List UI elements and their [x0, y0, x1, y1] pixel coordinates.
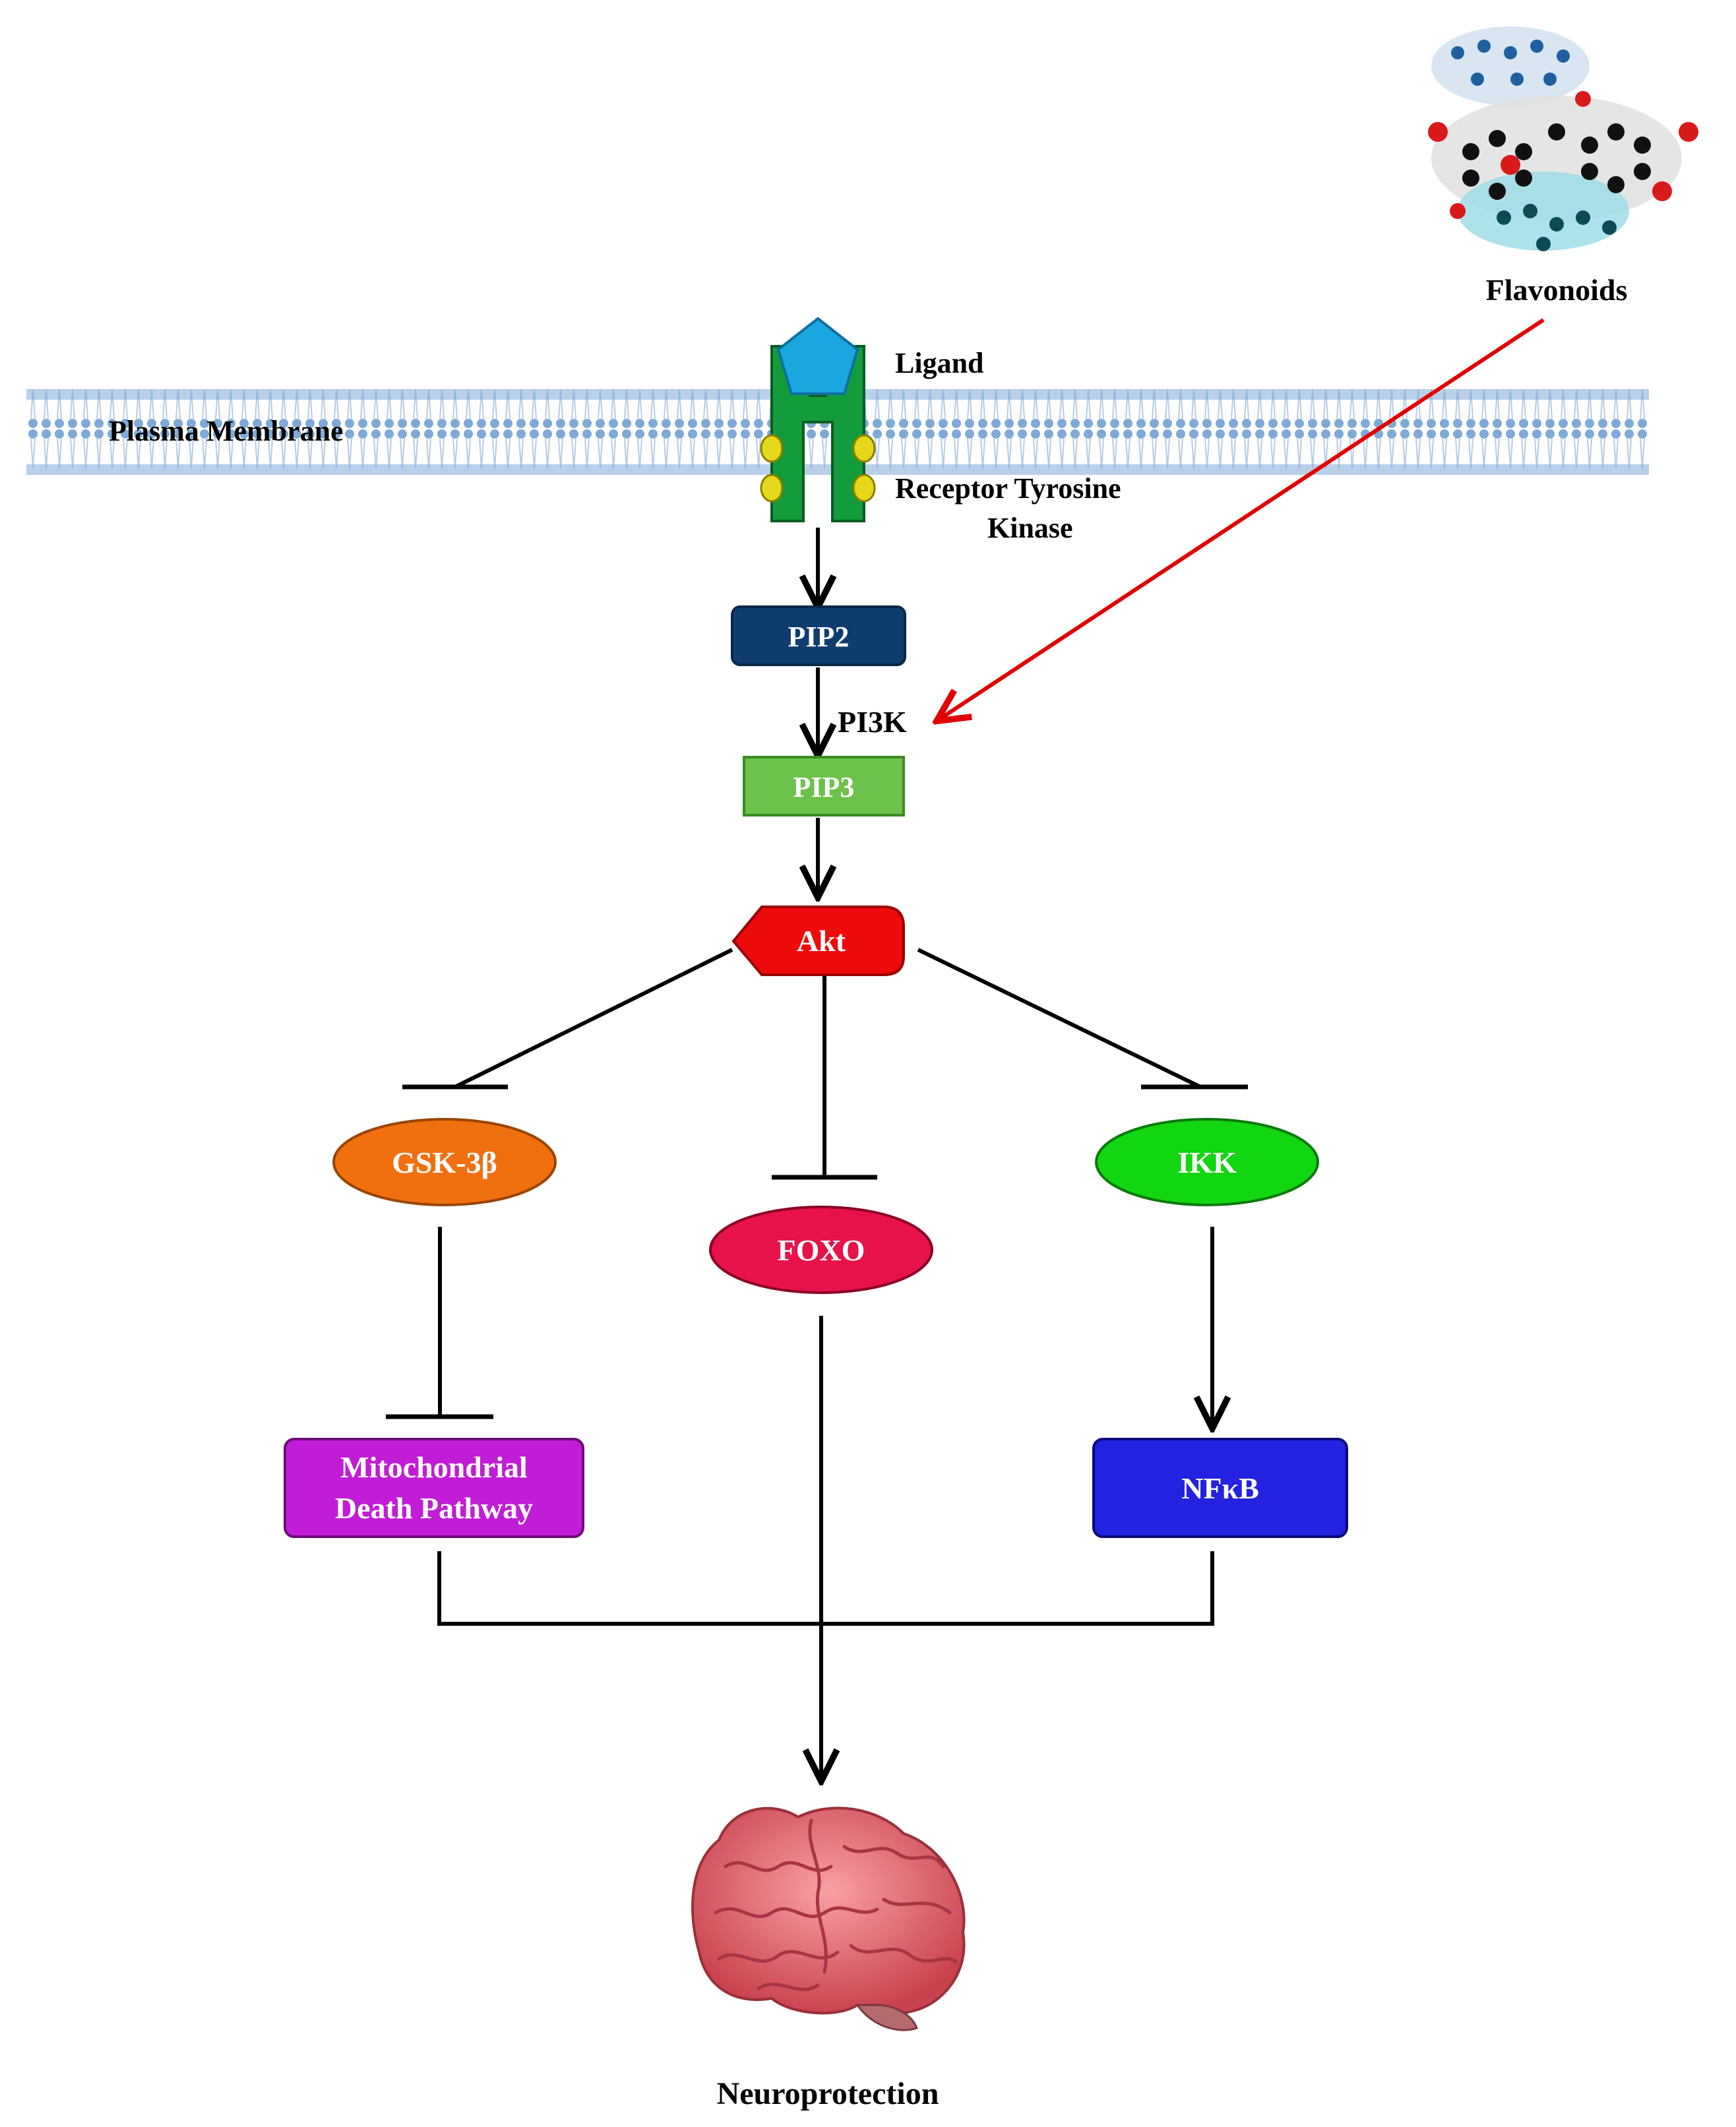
phosphate-site-icon [852, 434, 876, 463]
mitochondrial-death-pathway-node: Mitochondrial Death Pathway [284, 1438, 584, 1538]
ikk-label: IKK [1177, 1146, 1237, 1179]
pathway-join-lines [437, 1551, 1214, 1626]
akt-node: Akt [731, 906, 905, 976]
foxo-node: FOXO [709, 1206, 933, 1294]
mito-label-line1: Mitochondrial [340, 1450, 528, 1484]
pip3-label: PIP3 [793, 771, 855, 803]
gsk3b-node: GSK-3β [332, 1118, 557, 1206]
ligand-label: Ligand [895, 347, 984, 379]
flavonoids-label: Flavonoids [1486, 273, 1628, 307]
rtk-label-line2: Kinase [987, 512, 1073, 544]
foxo-label: FOXO [778, 1233, 865, 1267]
flavonoid-molecule-icon [1428, 26, 1698, 251]
nfkb-node: NFκB [1092, 1438, 1348, 1538]
gsk3b-label: GSK-3β [392, 1146, 497, 1179]
pip2-label: PIP2 [788, 621, 850, 653]
neuroprotection-label: Neuroprotection [717, 2076, 939, 2111]
inhibition-akt-foxo [772, 976, 877, 1180]
phosphate-site-icon [852, 474, 876, 503]
pi3k-label: PI3K [838, 705, 907, 739]
brain-icon [691, 1806, 966, 2031]
ikk-node: IKK [1095, 1118, 1319, 1206]
phosphate-site-icon [760, 474, 784, 503]
inhibition-akt-ikk [917, 948, 1248, 1090]
akt-label: Akt [797, 924, 846, 958]
pip2-node: PIP2 [731, 605, 906, 666]
pip3-node: PIP3 [743, 756, 905, 817]
plasma-membrane-label: Plasma Membrane [109, 415, 344, 447]
ligand-icon [776, 317, 859, 395]
rtk-label-line1: Receptor Tyrosine [895, 472, 1121, 505]
inhibition-akt-gsk [402, 948, 733, 1090]
nfkb-label: NFκB [1181, 1471, 1259, 1505]
flavonoid-activation-arrow [940, 318, 1545, 719]
phosphate-site-icon [760, 434, 784, 463]
inhibition-gsk-mito [386, 1227, 493, 1419]
mito-label-line2: Death Pathway [335, 1491, 533, 1525]
